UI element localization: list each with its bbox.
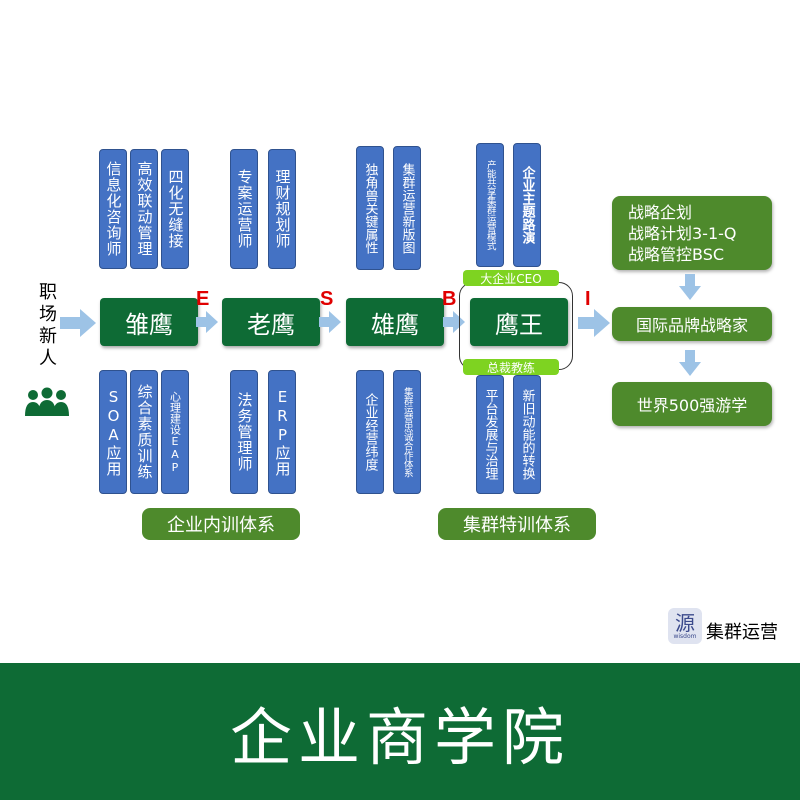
arrow-i bbox=[578, 309, 610, 337]
strategy-box: 战略企划 战略计划3-1-Q 战略管控BSC bbox=[612, 196, 772, 270]
tag-ceo: 大企业CEO bbox=[463, 270, 559, 286]
arrow-b bbox=[443, 311, 465, 333]
bottom-box-1: SOA应用 bbox=[99, 370, 127, 494]
top-box-6: 独角兽关键属性 bbox=[356, 146, 384, 270]
arrow-e bbox=[196, 311, 218, 333]
top-box-1: 信息化咨询师 bbox=[99, 149, 127, 269]
stage-xiongying: 雄鹰 bbox=[346, 298, 444, 346]
top-box-8: 产能共享集群运营模式 bbox=[476, 143, 504, 267]
cluster-training-label: 集群特训体系 bbox=[438, 508, 596, 540]
stage-label: 鹰王 bbox=[495, 310, 543, 339]
top-box-9: 企业主题路演 bbox=[513, 143, 541, 267]
logo-emblem: 源 wisdom bbox=[668, 608, 702, 644]
stage-label: 雏鹰 bbox=[125, 310, 173, 339]
bottom-box-9: 新旧动能的转换 bbox=[513, 375, 541, 494]
top-box-7: 集群运营新版图 bbox=[393, 146, 421, 270]
footer-title: 企业商学院 bbox=[229, 700, 570, 774]
logo-glyph: 源 bbox=[675, 610, 695, 635]
arrow-s bbox=[319, 311, 341, 333]
transition-s: S bbox=[320, 288, 334, 310]
bottom-box-6: 企业经营纬度 bbox=[356, 370, 384, 494]
strategy-line-3: 战略管控BSC bbox=[628, 245, 725, 264]
stage-label: 雄鹰 bbox=[371, 310, 419, 339]
transition-e: E bbox=[196, 288, 210, 310]
transition-i: I bbox=[585, 288, 591, 310]
stage-laoying: 老鹰 bbox=[222, 298, 320, 346]
people-group-icon bbox=[25, 387, 69, 416]
stage-yingwang: 鹰王 bbox=[470, 298, 568, 346]
internal-training-label: 企业内训体系 bbox=[142, 508, 300, 540]
strategy-line-1: 战略企划 bbox=[628, 203, 693, 222]
stage-label: 老鹰 bbox=[247, 310, 295, 339]
bottom-box-8: 平台发展与治理 bbox=[476, 375, 504, 494]
top-box-5: 理财规划师 bbox=[268, 149, 296, 269]
bottom-box-5: ERP应用 bbox=[268, 370, 296, 494]
arrow-down-1 bbox=[679, 274, 701, 300]
logo-text: 集群运营 bbox=[706, 622, 778, 643]
top-box-3: 四化无缝接 bbox=[161, 149, 189, 269]
bottom-box-7: 集群运营忠诚合作体系 bbox=[393, 370, 421, 494]
brand-box: 国际品牌战略家 bbox=[612, 307, 772, 341]
top-box-4: 专案运营师 bbox=[230, 149, 258, 269]
bottom-box-3: 心理建设EAP bbox=[161, 370, 189, 494]
ceo-outline bbox=[459, 282, 573, 370]
strategy-line-2: 战略计划3-1-Q bbox=[628, 224, 737, 243]
stage-chuying: 雏鹰 bbox=[100, 298, 198, 346]
arrow-start bbox=[60, 309, 96, 337]
tag-coach: 总裁教练 bbox=[463, 359, 559, 375]
bottom-box-2: 综合素质训练 bbox=[130, 370, 158, 494]
start-label: 职场新人 bbox=[39, 282, 57, 369]
footer-banner: 企业商学院 bbox=[0, 663, 800, 800]
transition-b: B bbox=[442, 288, 457, 310]
study-box: 世界500强游学 bbox=[612, 382, 772, 426]
arrow-down-2 bbox=[679, 350, 701, 376]
top-box-2: 高效联动管理 bbox=[130, 149, 158, 269]
logo-sub: wisdom bbox=[673, 632, 697, 640]
bottom-box-4: 法务管理师 bbox=[230, 370, 258, 494]
